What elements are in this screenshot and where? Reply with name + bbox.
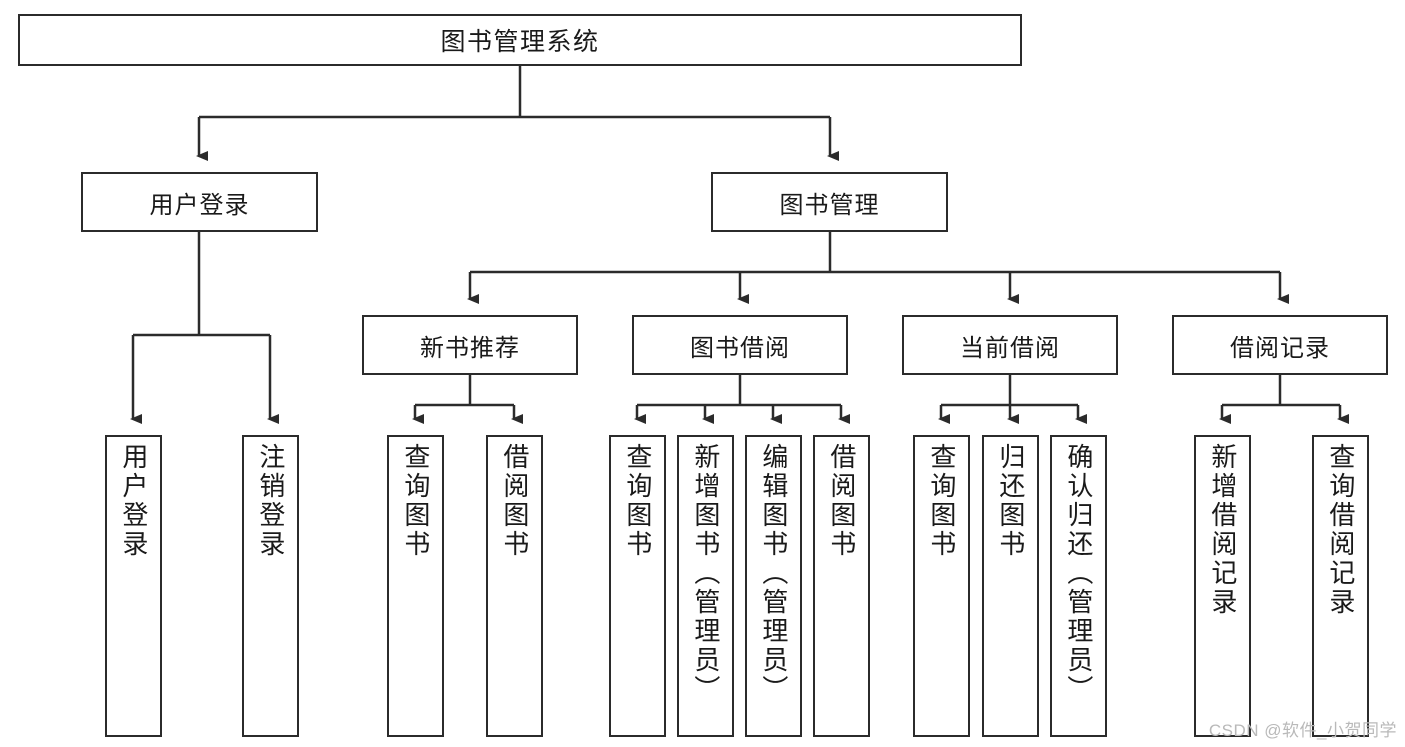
node-root[interactable]: 图书管理系统 — [18, 14, 1022, 66]
node-borrow-record[interactable]: 借阅记录 — [1172, 315, 1388, 375]
leaf-add-book-label: 新增图书（管理员） — [690, 443, 721, 704]
leaf-query-book-1-label: 查询图书 — [400, 443, 431, 559]
leaf-query-book-2-label: 查询图书 — [622, 443, 653, 559]
node-root-label: 图书管理系统 — [440, 28, 600, 56]
node-user-login-label: 用户登录 — [149, 191, 250, 219]
leaf-borrow-book-1[interactable]: 借阅图书 — [486, 435, 543, 737]
node-new-book-rec-label: 新书推荐 — [420, 334, 520, 362]
leaf-query-book-3-label: 查询图书 — [926, 443, 957, 559]
node-book-manage[interactable]: 图书管理 — [711, 172, 948, 232]
csdn-watermark: CSDN @软件_小贺同学 — [1208, 721, 1397, 740]
leaf-logout-login-label: 注销登录 — [255, 443, 286, 559]
leaf-query-book-2[interactable]: 查询图书 — [609, 435, 666, 737]
leaf-confirm-return[interactable]: 确认归还（管理员） — [1050, 435, 1107, 737]
leaf-add-book[interactable]: 新增图书（管理员） — [677, 435, 734, 737]
leaf-query-record[interactable]: 查询借阅记录 — [1312, 435, 1369, 737]
leaf-confirm-return-label: 确认归还（管理员） — [1063, 443, 1094, 704]
leaf-query-book-1[interactable]: 查询图书 — [387, 435, 444, 737]
leaf-query-record-label: 查询借阅记录 — [1325, 443, 1356, 617]
leaf-logout-login[interactable]: 注销登录 — [242, 435, 299, 737]
leaf-add-record[interactable]: 新增借阅记录 — [1194, 435, 1251, 737]
node-book-borrow[interactable]: 图书借阅 — [632, 315, 848, 375]
node-book-borrow-label: 图书借阅 — [690, 334, 790, 362]
leaf-return-book[interactable]: 归还图书 — [982, 435, 1039, 737]
leaf-user-login[interactable]: 用户登录 — [105, 435, 162, 737]
leaf-edit-book-label: 编辑图书（管理员） — [758, 443, 789, 704]
node-current-borrow[interactable]: 当前借阅 — [902, 315, 1118, 375]
leaf-add-record-label: 新增借阅记录 — [1207, 443, 1238, 617]
leaf-return-book-label: 归还图书 — [995, 443, 1026, 559]
leaf-query-book-3[interactable]: 查询图书 — [913, 435, 970, 737]
leaf-user-login-label: 用户登录 — [118, 443, 149, 559]
node-book-manage-label: 图书管理 — [779, 191, 880, 219]
leaf-edit-book[interactable]: 编辑图书（管理员） — [745, 435, 802, 737]
leaf-borrow-book-1-label: 借阅图书 — [499, 443, 530, 559]
leaf-borrow-book-2[interactable]: 借阅图书 — [813, 435, 870, 737]
leaf-borrow-book-2-label: 借阅图书 — [826, 443, 857, 559]
node-user-login[interactable]: 用户登录 — [81, 172, 318, 232]
node-current-borrow-label: 当前借阅 — [960, 334, 1060, 362]
node-borrow-record-label: 借阅记录 — [1230, 334, 1330, 362]
node-new-book-rec[interactable]: 新书推荐 — [362, 315, 578, 375]
